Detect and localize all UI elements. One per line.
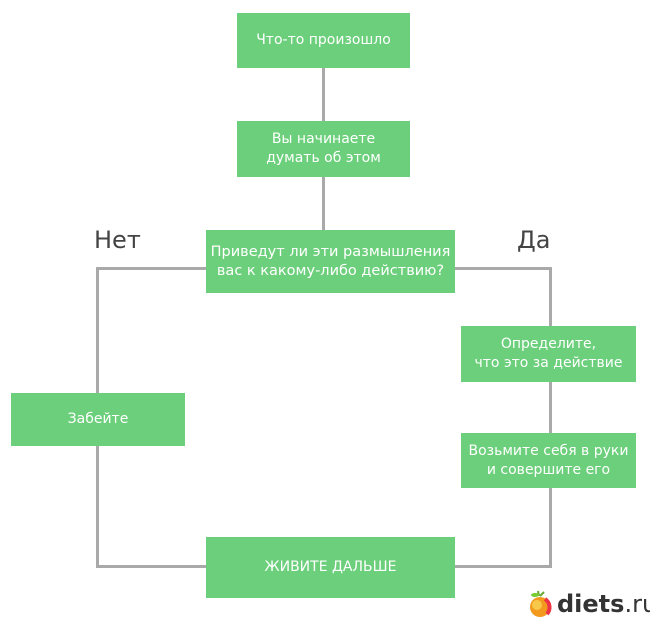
connector: [96, 267, 206, 270]
label-yes: Да: [517, 226, 551, 254]
connector: [96, 267, 99, 393]
node-start: Что-то произошло: [237, 13, 410, 68]
node-forget: Забейте: [11, 393, 185, 446]
node-define: Определите, что это за действие: [461, 326, 636, 382]
node-question: Приведут ли эти размышления вас к какому…: [206, 230, 455, 293]
connector: [96, 446, 99, 568]
connector: [549, 488, 552, 568]
apple-icon: [530, 590, 552, 617]
node-act: Возьмите себя в руки и совершите его: [461, 433, 636, 488]
node-live: ЖИВИТЕ ДАЛЬШЕ: [206, 537, 455, 598]
node-think: Вы начинаете думать об этом: [237, 121, 410, 177]
connector: [549, 267, 552, 326]
connector: [96, 565, 206, 568]
connector: [455, 565, 552, 568]
diets-logo: diets.ru: [527, 590, 650, 618]
label-no: Нет: [94, 226, 141, 254]
connector: [549, 382, 552, 433]
connector: [455, 267, 552, 270]
